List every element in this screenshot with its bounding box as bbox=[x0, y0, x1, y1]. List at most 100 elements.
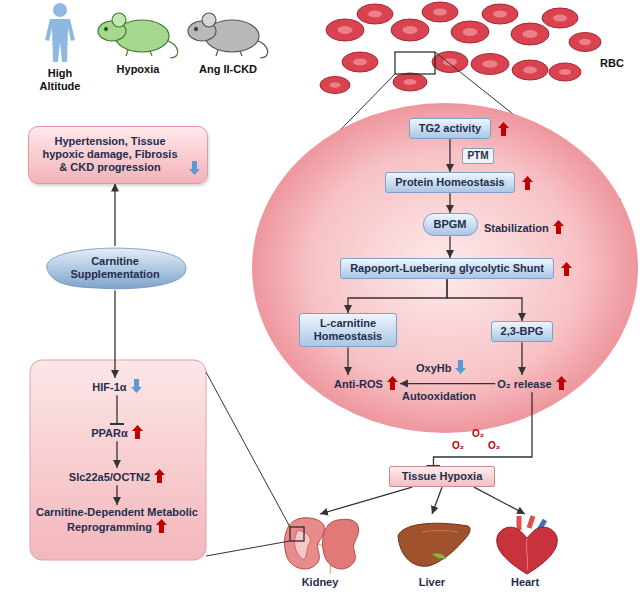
red-blood-cell-part bbox=[391, 19, 429, 41]
arrow-connector bbox=[432, 487, 442, 514]
node-text: O₂ release bbox=[497, 378, 551, 390]
red-blood-cell-part bbox=[432, 52, 468, 73]
metabolite-box: 2,3-BPG bbox=[491, 321, 554, 342]
label-text: O₂ bbox=[472, 428, 484, 439]
zoom-box bbox=[290, 527, 304, 541]
connectors-part bbox=[115, 139, 532, 514]
organ-shape bbox=[398, 523, 470, 566]
ckd-mouse bbox=[188, 13, 268, 58]
effect-text: O₂ release bbox=[495, 375, 568, 392]
red-blood-cell-part bbox=[542, 8, 578, 28]
pathway-text: PPARα bbox=[89, 424, 145, 441]
heart-organ-picture bbox=[485, 514, 565, 576]
arrow-connector bbox=[347, 347, 348, 375]
outcome-box: Tissue Hypoxia bbox=[389, 466, 496, 487]
increase-arrow bbox=[156, 519, 167, 533]
heart-organ: Heart bbox=[483, 514, 567, 589]
arrow-shape bbox=[556, 376, 567, 390]
node-text: Heart bbox=[483, 576, 567, 589]
label-text: High Altitude bbox=[40, 67, 81, 92]
arrow-connector bbox=[521, 342, 522, 375]
oxygen-label: O₂ bbox=[452, 440, 464, 452]
arrow-shape bbox=[132, 425, 143, 439]
increase-arrow bbox=[553, 220, 564, 234]
zoom-line bbox=[206, 372, 290, 527]
red-blood-cell-part bbox=[569, 33, 601, 52]
red-blood-cells bbox=[320, 2, 601, 94]
node-text: Anti-ROS bbox=[334, 378, 383, 390]
arrow-shape bbox=[154, 469, 165, 483]
red-blood-cell-part bbox=[483, 60, 498, 68]
red-blood-cell-part bbox=[443, 58, 457, 66]
red-blood-cell-part bbox=[330, 82, 341, 88]
node-text: 2,3-BPG bbox=[501, 325, 544, 337]
organ-shape bbox=[526, 538, 527, 570]
ckd-mouse-part bbox=[216, 50, 242, 56]
rbc-interior bbox=[252, 103, 638, 433]
red-blood-cell bbox=[432, 52, 468, 73]
increase-arrow bbox=[154, 469, 165, 483]
decrease-arrow bbox=[189, 161, 200, 175]
red-blood-cell-part bbox=[512, 60, 548, 80]
increase-arrow bbox=[561, 262, 572, 276]
organ-shape bbox=[519, 516, 533, 530]
pathway-text: HIF-1α bbox=[90, 378, 143, 395]
red-blood-cell bbox=[320, 77, 350, 94]
oxygen-label: O₂ bbox=[472, 428, 484, 440]
cell-label: RBC bbox=[600, 57, 624, 70]
red-blood-cell bbox=[326, 19, 364, 41]
node-text: Kidney bbox=[278, 576, 362, 589]
ckd-mouse-part bbox=[202, 13, 216, 27]
liver-organ: Liver bbox=[390, 514, 474, 589]
red-blood-cell bbox=[542, 8, 578, 28]
organ-shape bbox=[497, 527, 557, 574]
red-blood-cell-part bbox=[433, 9, 447, 16]
node-text: Carnitine-Dependent Metabolic Reprogramm… bbox=[36, 506, 198, 533]
arrow-shape bbox=[189, 161, 200, 175]
red-blood-cell-part bbox=[523, 30, 538, 38]
zoom-box bbox=[395, 52, 435, 74]
blob-outline bbox=[47, 248, 186, 289]
red-blood-cell bbox=[342, 52, 378, 72]
red-blood-cell bbox=[393, 73, 427, 91]
organ-shape bbox=[285, 518, 325, 569]
red-blood-cell-part bbox=[559, 69, 571, 75]
red-blood-cell bbox=[357, 4, 393, 24]
organ-shape bbox=[432, 553, 446, 559]
label-text: Stabilization bbox=[484, 222, 549, 234]
decrease-arrow bbox=[131, 379, 142, 393]
red-blood-cell-part bbox=[422, 2, 458, 22]
arrow-connector bbox=[400, 383, 495, 384]
organ-shape bbox=[295, 530, 311, 560]
red-blood-cell-part bbox=[549, 63, 581, 81]
red-blood-cell-part bbox=[393, 73, 427, 91]
organ-shape bbox=[323, 519, 359, 569]
arrow-shape bbox=[498, 122, 509, 136]
hypoxia-mouse bbox=[98, 13, 178, 58]
inhibition-connector bbox=[116, 395, 117, 424]
hypoxia-mouse-part bbox=[104, 27, 107, 30]
node-text: Protein Homeostasis bbox=[395, 176, 504, 188]
modifier-box: PTM bbox=[462, 148, 493, 164]
red-blood-cell-part bbox=[493, 11, 507, 18]
red-blood-cell bbox=[512, 60, 548, 80]
label-text: Hypoxia bbox=[117, 63, 160, 75]
red-blood-cell-part bbox=[451, 21, 489, 43]
red-blood-cell-part bbox=[463, 28, 478, 36]
effect-text: Anti-ROS bbox=[332, 375, 400, 392]
red-blood-cell-part bbox=[553, 15, 567, 22]
arrow-shape bbox=[131, 379, 142, 393]
liver-organ-picture bbox=[392, 514, 472, 576]
hypoxia-mouse-part bbox=[126, 50, 152, 56]
inhibition-connector bbox=[433, 392, 532, 466]
red-blood-cell-part bbox=[471, 54, 509, 75]
arrow-shape bbox=[455, 360, 466, 374]
pathway-text: Carnitine-Dependent Metabolic Reprogramm… bbox=[34, 505, 200, 535]
arrow-connector bbox=[449, 193, 450, 213]
process-box: Rapoport-Luebering glycolytic Shunt bbox=[340, 258, 554, 279]
label-text: Autooxidation bbox=[402, 390, 476, 402]
arrow-connector bbox=[114, 290, 115, 378]
condition-label: High Altitude bbox=[30, 67, 90, 93]
node-text: Hypertension, Tissue hypoxic damage, Fib… bbox=[42, 135, 177, 173]
kidney-organ-picture bbox=[280, 514, 360, 576]
